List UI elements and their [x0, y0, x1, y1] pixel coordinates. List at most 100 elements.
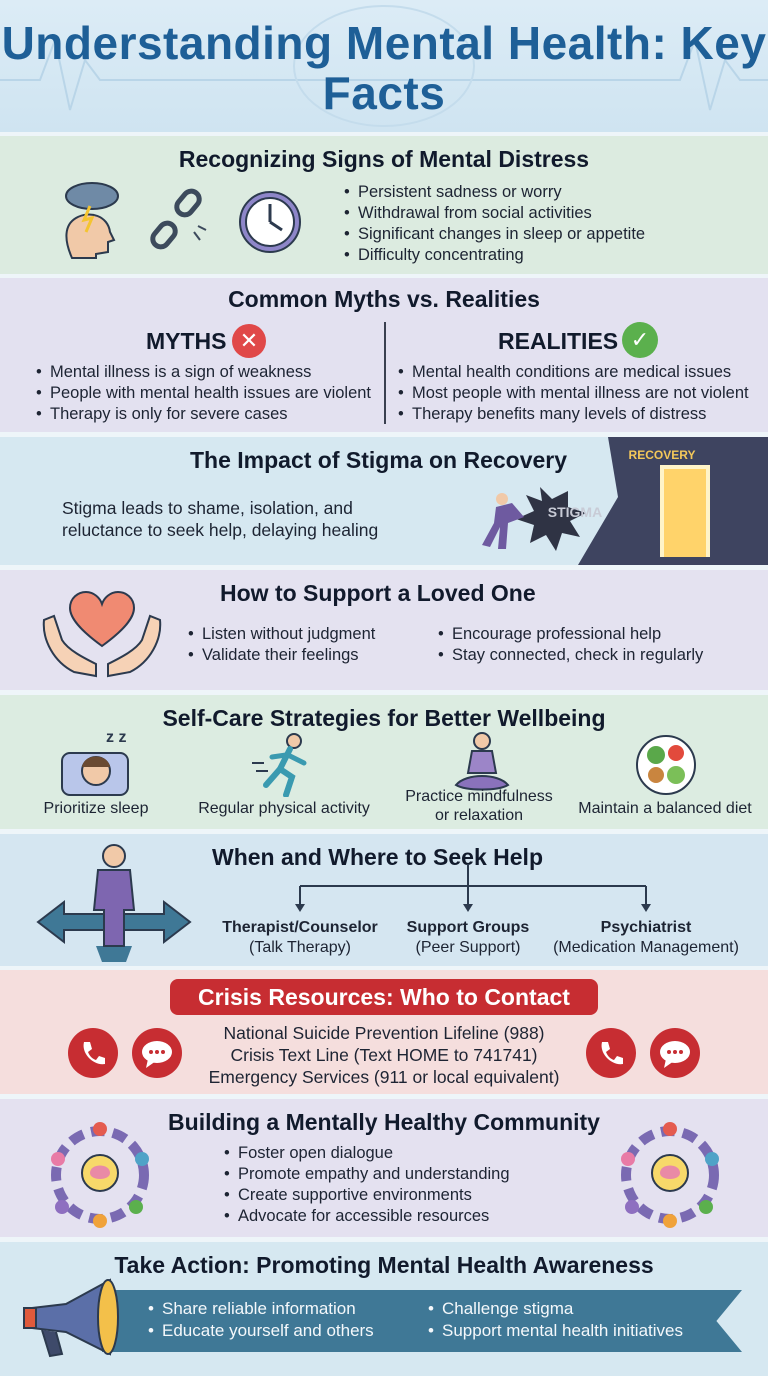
help-option-sub: (Peer Support) — [415, 939, 521, 956]
signs-heading: Recognizing Signs of Mental Distress — [178, 146, 590, 172]
list-item: Therapy is only for severe cases — [34, 404, 371, 425]
help-option-therapist: Therapist/Counselor (Talk Therapy) — [214, 918, 386, 958]
myths-section: Common Myths vs. Realities MYTHS ✕ Menta… — [0, 278, 768, 432]
sleep-zzz: z z — [106, 729, 127, 746]
stigma-line-1: Stigma leads to shame, isolation, and — [62, 498, 353, 518]
help-option-support-groups: Support Groups (Peer Support) — [396, 918, 540, 958]
support-list-right: Encourage professional help Stay connect… — [436, 624, 703, 666]
action-list-right: Challenge stigma Support mental health i… — [426, 1298, 683, 1342]
list-item: Stay connected, check in regularly — [436, 645, 703, 666]
list-item: Mental health conditions are medical iss… — [396, 362, 749, 383]
header-section: Understanding Mental Health: Key Facts — [0, 0, 768, 132]
myths-heading: Common Myths vs. Realities — [228, 286, 540, 312]
mindfulness-label-line-2: or relaxation — [434, 807, 524, 824]
recovery-label: RECOVERY — [629, 448, 696, 462]
support-heading: How to Support a Loved One — [220, 580, 536, 606]
list-item: Share reliable information — [146, 1298, 374, 1320]
help-option-title: Therapist/Counselor — [222, 919, 378, 936]
crisis-heading: Crisis Resources: Who to Contact — [170, 979, 598, 1015]
megaphone-icon — [23, 1278, 119, 1358]
community-circle-brain-icon — [51, 1122, 149, 1228]
crisis-contact-list: National Suicide Prevention Lifeline (98… — [194, 1022, 574, 1088]
list-item: Listen without judgment — [186, 624, 375, 645]
crisis-contact-lifeline: National Suicide Prevention Lifeline (98… — [223, 1023, 545, 1043]
crossroads-person-icon — [36, 844, 192, 962]
action-heading: Take Action: Promoting Mental Health Awa… — [114, 1252, 654, 1278]
myths-list: Mental illness is a sign of weakness Peo… — [34, 362, 371, 425]
phone-icon — [68, 1028, 118, 1078]
action-section: Take Action: Promoting Mental Health Awa… — [0, 1242, 768, 1376]
meditation-icon — [454, 732, 510, 791]
help-heading: When and Where to Seek Help — [212, 844, 543, 870]
action-list-left: Share reliable information Educate yours… — [146, 1298, 374, 1342]
stormy-head-icon — [65, 182, 119, 259]
realities-label: REALITIES — [498, 328, 619, 354]
running-person-icon — [252, 733, 307, 797]
stigma-heading: The Impact of Stigma on Recovery — [190, 447, 568, 473]
stigma-line-2: reluctance to seek help, delaying healin… — [62, 520, 379, 540]
list-item: Significant changes in sleep or appetite — [342, 224, 645, 245]
support-list-left: Listen without judgment Validate their f… — [186, 624, 375, 666]
balanced-diet-icon — [636, 735, 696, 795]
community-section: Building a Mentally Healthy Community Fo… — [0, 1099, 768, 1237]
signs-list: Persistent sadness or worry Withdrawal f… — [342, 182, 645, 266]
hands-heart-icon — [42, 590, 162, 678]
selfcare-section: Self-Care Strategies for Better Wellbein… — [0, 695, 768, 829]
help-section: When and Where to Seek Help Therapist/Co… — [0, 834, 768, 966]
page-title: Understanding Mental Health: Key Facts — [1, 17, 767, 119]
column-divider — [384, 322, 386, 424]
sleep-icon — [61, 752, 129, 796]
heartbeat-line-decoration — [0, 5, 768, 127]
broken-chain-icon — [150, 188, 207, 250]
help-option-psychiatrist: Psychiatrist (Medication Management) — [546, 918, 746, 958]
community-heading: Building a Mentally Healthy Community — [168, 1109, 600, 1135]
community-list: Foster open dialogue Promote empathy and… — [222, 1143, 510, 1227]
stigma-label: STIGMA — [548, 504, 602, 520]
chat-bubble-icon — [650, 1028, 700, 1078]
list-item: Withdrawal from social activities — [342, 203, 645, 224]
list-item: Challenge stigma — [426, 1298, 683, 1320]
crisis-section: Crisis Resources: Who to Contact Nationa… — [0, 970, 768, 1094]
help-option-sub: (Talk Therapy) — [249, 939, 351, 956]
list-item: Difficulty concentrating — [342, 245, 645, 266]
crisis-contact-text-line: Crisis Text Line (Text HOME to 741741) — [230, 1045, 538, 1065]
chat-bubble-icon — [132, 1028, 182, 1078]
list-item: Foster open dialogue — [222, 1143, 510, 1164]
list-item: Mental illness is a sign of weakness — [34, 362, 371, 383]
stigma-description: Stigma leads to shame, isolation, and re… — [62, 497, 378, 541]
community-circle-brain-icon — [621, 1122, 719, 1228]
stigma-section: The Impact of Stigma on Recovery Stigma … — [0, 437, 768, 565]
list-item: Support mental health initiatives — [426, 1320, 683, 1342]
balanced-diet-label: Maintain a balanced diet — [578, 800, 752, 817]
selfcare-heading: Self-Care Strategies for Better Wellbein… — [162, 705, 606, 731]
signs-section: Recognizing Signs of Mental Distress Per… — [0, 136, 768, 274]
help-options-connector — [295, 864, 651, 912]
list-item: People with mental health issues are vio… — [34, 383, 371, 404]
list-item: Encourage professional help — [436, 624, 703, 645]
prioritize-sleep-label: Prioritize sleep — [43, 800, 149, 817]
help-option-title: Psychiatrist — [600, 919, 692, 936]
physical-activity-label: Regular physical activity — [198, 800, 370, 817]
clock-icon — [239, 191, 301, 253]
help-option-title: Support Groups — [406, 919, 530, 936]
list-item: Advocate for accessible resources — [222, 1206, 510, 1227]
list-item: Promote empathy and understanding — [222, 1164, 510, 1185]
realities-list: Mental health conditions are medical iss… — [396, 362, 749, 425]
action-banner: Share reliable information Educate yours… — [102, 1290, 742, 1352]
help-option-sub: (Medication Management) — [553, 939, 739, 956]
phone-icon — [586, 1028, 636, 1078]
list-item: Most people with mental illness are not … — [396, 383, 749, 404]
list-item: Persistent sadness or worry — [342, 182, 645, 203]
list-item: Create supportive environments — [222, 1185, 510, 1206]
list-item: Validate their feelings — [186, 645, 375, 666]
mindfulness-label: Practice mindfulness or relaxation — [394, 787, 564, 825]
myths-label: MYTHS — [146, 328, 227, 354]
list-item: Educate yourself and others — [146, 1320, 374, 1342]
stigma-recovery-illustration: STIGMA RECOVERY — [482, 437, 768, 565]
support-section: How to Support a Loved One Listen withou… — [0, 570, 768, 690]
list-item: Therapy benefits many levels of distress — [396, 404, 749, 425]
crisis-contact-emergency: Emergency Services (911 or local equival… — [208, 1067, 560, 1087]
mindfulness-label-line-1: Practice mindfulness — [405, 788, 553, 805]
x-mark-icon: ✕ — [232, 324, 266, 358]
check-mark-icon: ✓ — [622, 322, 658, 358]
